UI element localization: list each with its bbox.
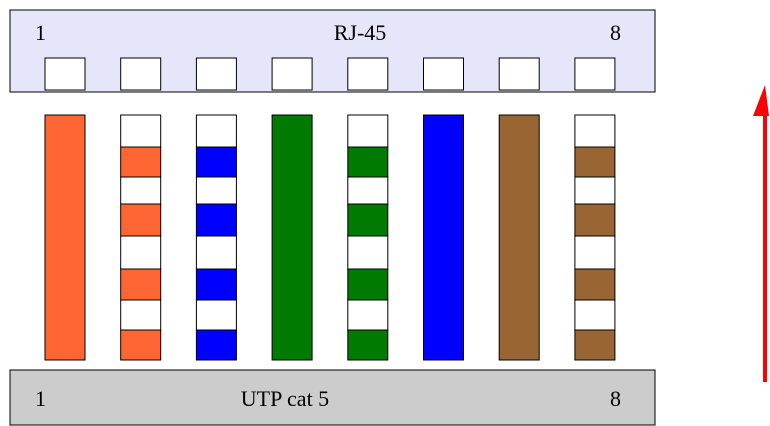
wire-3-stripe-2 (195, 146, 237, 178)
wire-3-stripe-8 (195, 329, 237, 361)
wire-6-blue (423, 114, 464, 361)
wire-5-stripe-4 (347, 203, 389, 237)
wire-3-white-blue (195, 114, 237, 361)
arrow-head (753, 85, 769, 116)
rj45-contact-5 (347, 57, 389, 91)
wire-8-stripe-4 (574, 203, 616, 237)
wire-5-stripe-3 (347, 176, 389, 205)
wire-3-stripe-4 (195, 203, 237, 237)
utp-right-pin-label: 8 (610, 386, 621, 411)
rj45-contact-3 (195, 57, 237, 91)
wire-8-stripe-5 (574, 235, 616, 270)
wire-8-stripe-2 (574, 146, 616, 178)
wire-8-stripe-6 (574, 268, 616, 301)
wire-2-stripe-7 (120, 299, 162, 331)
rj45-contact-7 (498, 57, 540, 91)
utp-left-pin-label: 1 (35, 386, 46, 411)
wire-5-stripe-5 (347, 235, 389, 270)
wire-2-stripe-6 (120, 268, 162, 301)
wire-2-stripe-5 (120, 235, 162, 270)
rj45-title: RJ-45 (334, 20, 387, 45)
utp-cable: 1 UTP cat 5 8 (9, 369, 656, 426)
wire-5-stripe-8 (347, 329, 389, 361)
wire-5-stripe-6 (347, 268, 389, 301)
wire-8-stripe-7 (574, 299, 616, 331)
wire-2-stripe-1 (120, 114, 162, 148)
rj45-connector: 1 RJ-45 8 (9, 9, 656, 93)
wire-4-body (271, 114, 313, 361)
rj45-contact-4 (271, 57, 313, 91)
wire-3-stripe-5 (195, 235, 237, 270)
rj45-contact-6 (423, 57, 464, 91)
rj45-contact-2 (120, 57, 162, 91)
rj45-contact-8 (574, 57, 616, 91)
wire-1-body (44, 114, 86, 361)
wire-8-stripe-3 (574, 176, 616, 205)
wire-2-stripe-4 (120, 203, 162, 237)
rj45-contact-1 (44, 57, 86, 91)
wire-5-white-green (347, 114, 389, 361)
rj45-body (9, 9, 656, 93)
wire-group (44, 114, 616, 361)
wire-2-white-orange (120, 114, 162, 361)
wire-8-white-brown (574, 114, 616, 361)
wire-3-stripe-3 (195, 176, 237, 205)
wire-3-stripe-7 (195, 299, 237, 331)
wire-5-stripe-1 (347, 114, 389, 148)
rj45-left-pin-label: 1 (35, 20, 46, 45)
wire-8-stripe-1 (574, 114, 616, 148)
direction-arrow (753, 85, 769, 382)
wire-6-body (423, 114, 464, 361)
wire-5-stripe-2 (347, 146, 389, 178)
wire-7-brown (498, 114, 540, 361)
wire-3-stripe-1 (195, 114, 237, 148)
wire-2-stripe-3 (120, 176, 162, 205)
wire-8-stripe-8 (574, 329, 616, 361)
wire-5-stripe-7 (347, 299, 389, 331)
rj45-right-pin-label: 8 (610, 20, 621, 45)
wire-3-stripe-6 (195, 268, 237, 301)
utp-title: UTP cat 5 (241, 386, 329, 411)
wire-1-orange (44, 114, 86, 361)
wire-2-stripe-2 (120, 146, 162, 178)
wire-4-green (271, 114, 313, 361)
utp-cable-body (9, 369, 656, 426)
wire-7-body (498, 114, 540, 361)
wire-2-stripe-8 (120, 329, 162, 361)
